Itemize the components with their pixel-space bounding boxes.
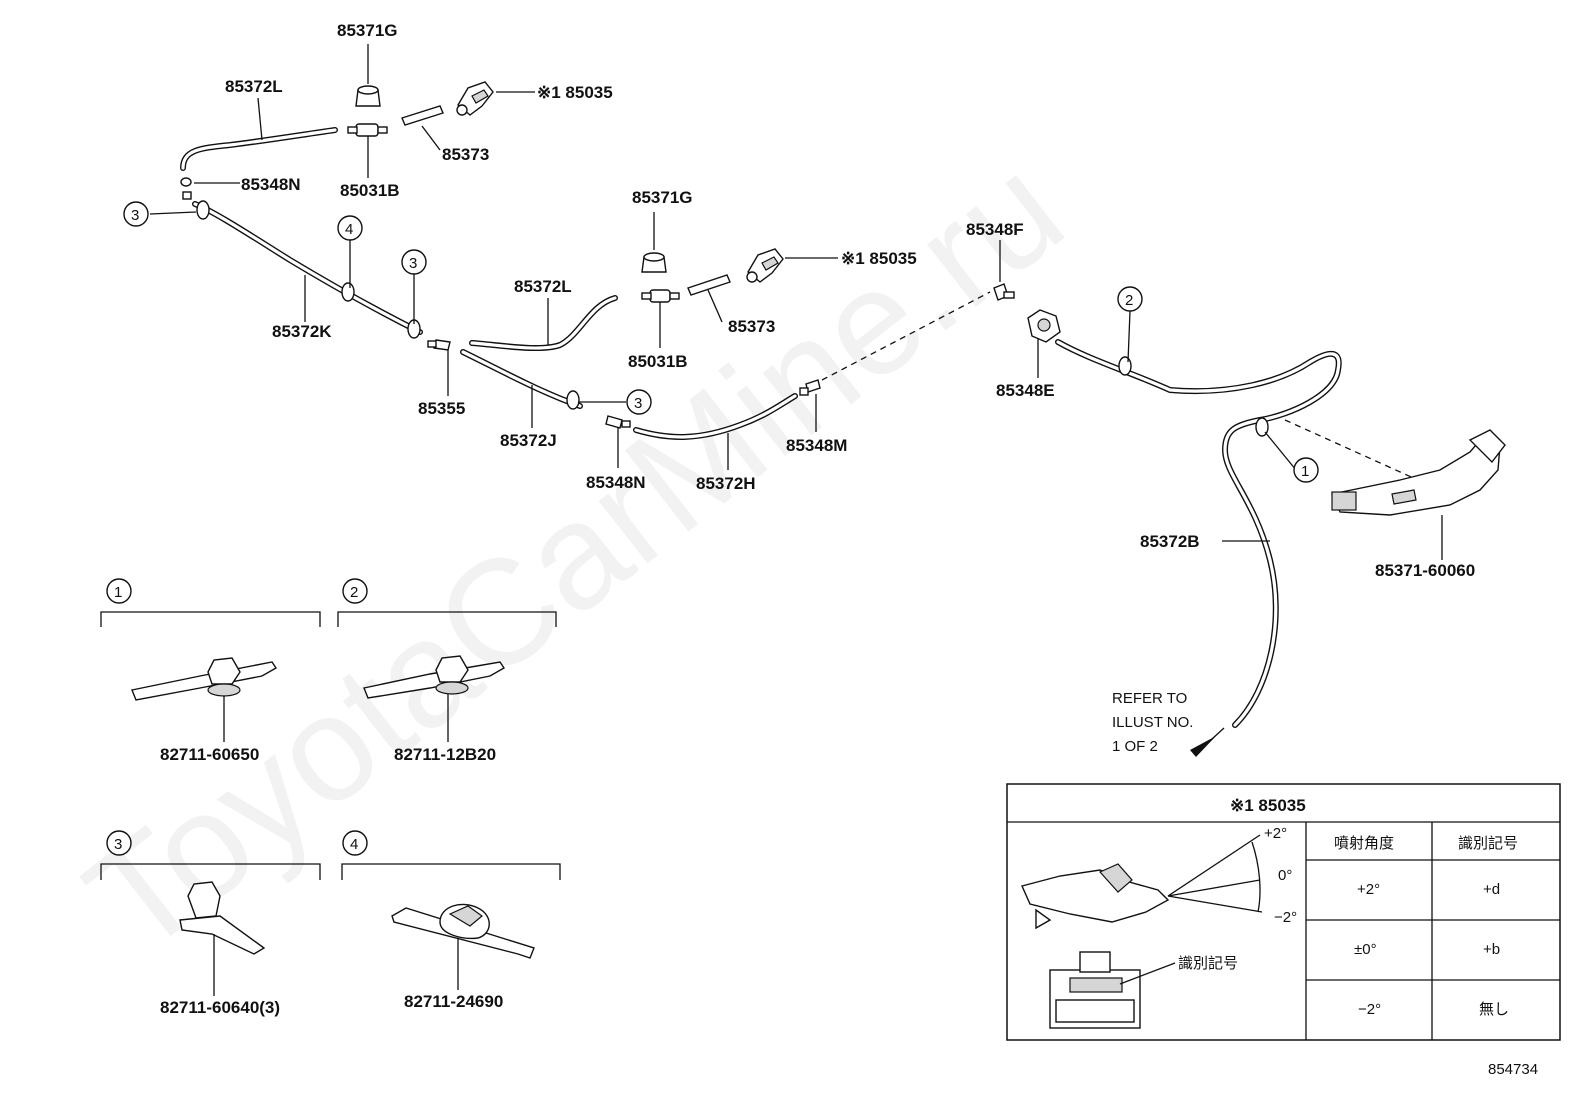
label-85031B-top: 85031B [340, 181, 400, 200]
callout-4: 4 [337, 215, 363, 241]
mark-label: 識別記号 [1178, 955, 1238, 972]
hose-85372J [460, 349, 583, 409]
label-85348E: 85348E [996, 381, 1055, 400]
table-row3-mark: 無し [1479, 1001, 1509, 1018]
elbow-85348F [993, 283, 1015, 301]
table-row2-angle: ±0° [1354, 941, 1377, 958]
label-85031B-mid: 85031B [628, 352, 688, 371]
callout-circles: 3 4 3 3 2 1 [123, 201, 1319, 483]
joint-85355 [427, 339, 451, 351]
hose-85372L-top [180, 127, 338, 171]
clip-legend-1: 1 82711-60650 [100, 578, 321, 764]
tube-85373-mid [687, 274, 731, 296]
label-85373-top: 85373 [442, 145, 489, 164]
clip-legend-4: 4 82711-24690 [341, 830, 561, 1011]
nozzle-assembly-85371-60060 [1331, 429, 1506, 516]
spray-angle-table: ※1 85035 噴射角度 識別記号 +2° +d ±0° +b −2° 無し … [1006, 783, 1561, 1041]
nozzle-85035-top [456, 81, 494, 116]
svg-text:1 OF 2: 1 OF 2 [1112, 738, 1158, 755]
refer-note: REFER TO ILLUST NO. 1 OF 2 [1112, 690, 1225, 757]
table-row1-angle: +2° [1357, 881, 1380, 898]
svg-text:82711-60640(3): 82711-60640(3) [160, 998, 280, 1017]
svg-text:2: 2 [1125, 292, 1133, 309]
nozzle-85035-mid [746, 248, 784, 283]
svg-text:4: 4 [345, 221, 353, 238]
svg-text:3: 3 [409, 255, 417, 272]
part-labels: 85371G 85372L ※1 85035 85373 85348N 8503… [225, 21, 1475, 580]
callout-3a: 3 [123, 201, 149, 227]
joint-85348M [799, 379, 821, 396]
diagram-id: 854734 [1488, 1061, 1538, 1078]
table-row2-mark: +b [1483, 941, 1500, 958]
angle-minus2: −2° [1274, 909, 1297, 926]
callout-3b: 3 [401, 249, 427, 275]
label-85373-mid: 85373 [728, 317, 775, 336]
svg-text:2: 2 [350, 584, 358, 601]
joint-85348N-top [180, 177, 192, 200]
label-85372K: 85372K [272, 322, 332, 341]
label-85372H: 85372H [696, 474, 756, 493]
label-85035-mid: ※1 85035 [841, 249, 917, 268]
svg-text:1: 1 [114, 584, 122, 601]
svg-text:3: 3 [114, 836, 122, 853]
table-row3-angle: −2° [1358, 1001, 1381, 1018]
hose-rings [196, 200, 1269, 437]
cap-85371G-top [355, 85, 381, 107]
clip-legend-2: 2 82711-12B20 [337, 578, 557, 764]
dashed-line-85348M-to-85348F [821, 291, 991, 381]
svg-text:82711-24690: 82711-24690 [404, 992, 503, 1011]
watermark: ToyotaCarMine.ru [56, 124, 1092, 985]
label-85355: 85355 [418, 399, 465, 418]
label-85371-60060: 85371-60060 [1375, 561, 1475, 580]
callout-3c: 3 [626, 389, 652, 415]
check-valve-85031B-mid [641, 289, 680, 303]
label-85372B: 85372B [1140, 532, 1200, 551]
angle-zero: 0° [1278, 867, 1292, 884]
label-85372J: 85372J [500, 431, 557, 450]
label-85348N-top: 85348N [241, 175, 301, 194]
hose-85372K [192, 201, 423, 335]
clip-legend-3: 3 82711-60640(3) [100, 830, 321, 1017]
svg-text:82711-12B20: 82711-12B20 [394, 745, 496, 764]
label-85371G-mid: 85371G [632, 188, 693, 207]
table-col-mark: 識別記号 [1458, 835, 1518, 852]
svg-text:ILLUST NO.: ILLUST NO. [1112, 714, 1193, 731]
table-title: ※1 85035 [1230, 796, 1306, 815]
table-row1-mark: +d [1483, 881, 1500, 898]
label-85348N-mid: 85348N [586, 473, 646, 492]
check-valve-85031B-top [347, 123, 388, 137]
label-85348F: 85348F [966, 220, 1024, 239]
table-col-angle: 噴射角度 [1334, 835, 1394, 852]
hose-85372L-mid [469, 295, 618, 352]
svg-text:REFER TO: REFER TO [1112, 690, 1187, 707]
label-85371G-top: 85371G [337, 21, 398, 40]
svg-text:4: 4 [350, 836, 358, 853]
svg-text:3: 3 [131, 207, 139, 224]
branch-85348E [1027, 309, 1061, 343]
label-85372L-top: 85372L [225, 77, 283, 96]
tube-85373-top [401, 105, 444, 126]
svg-text:1: 1 [1301, 463, 1309, 480]
hose-85372B [1055, 339, 1342, 728]
cap-85371G-mid [641, 252, 667, 273]
callout-1: 1 [1293, 457, 1319, 483]
joint-85348N-mid [605, 415, 631, 429]
label-85348M: 85348M [786, 436, 847, 455]
label-85372L-mid: 85372L [514, 277, 572, 296]
callout-2: 2 [1117, 286, 1143, 312]
svg-text:3: 3 [634, 395, 642, 412]
leader-lines [149, 44, 1443, 560]
label-85035-top: ※1 85035 [537, 83, 613, 102]
angle-plus2: +2° [1264, 825, 1287, 842]
hose-85372H [633, 393, 798, 440]
svg-text:82711-60650: 82711-60650 [160, 745, 259, 764]
